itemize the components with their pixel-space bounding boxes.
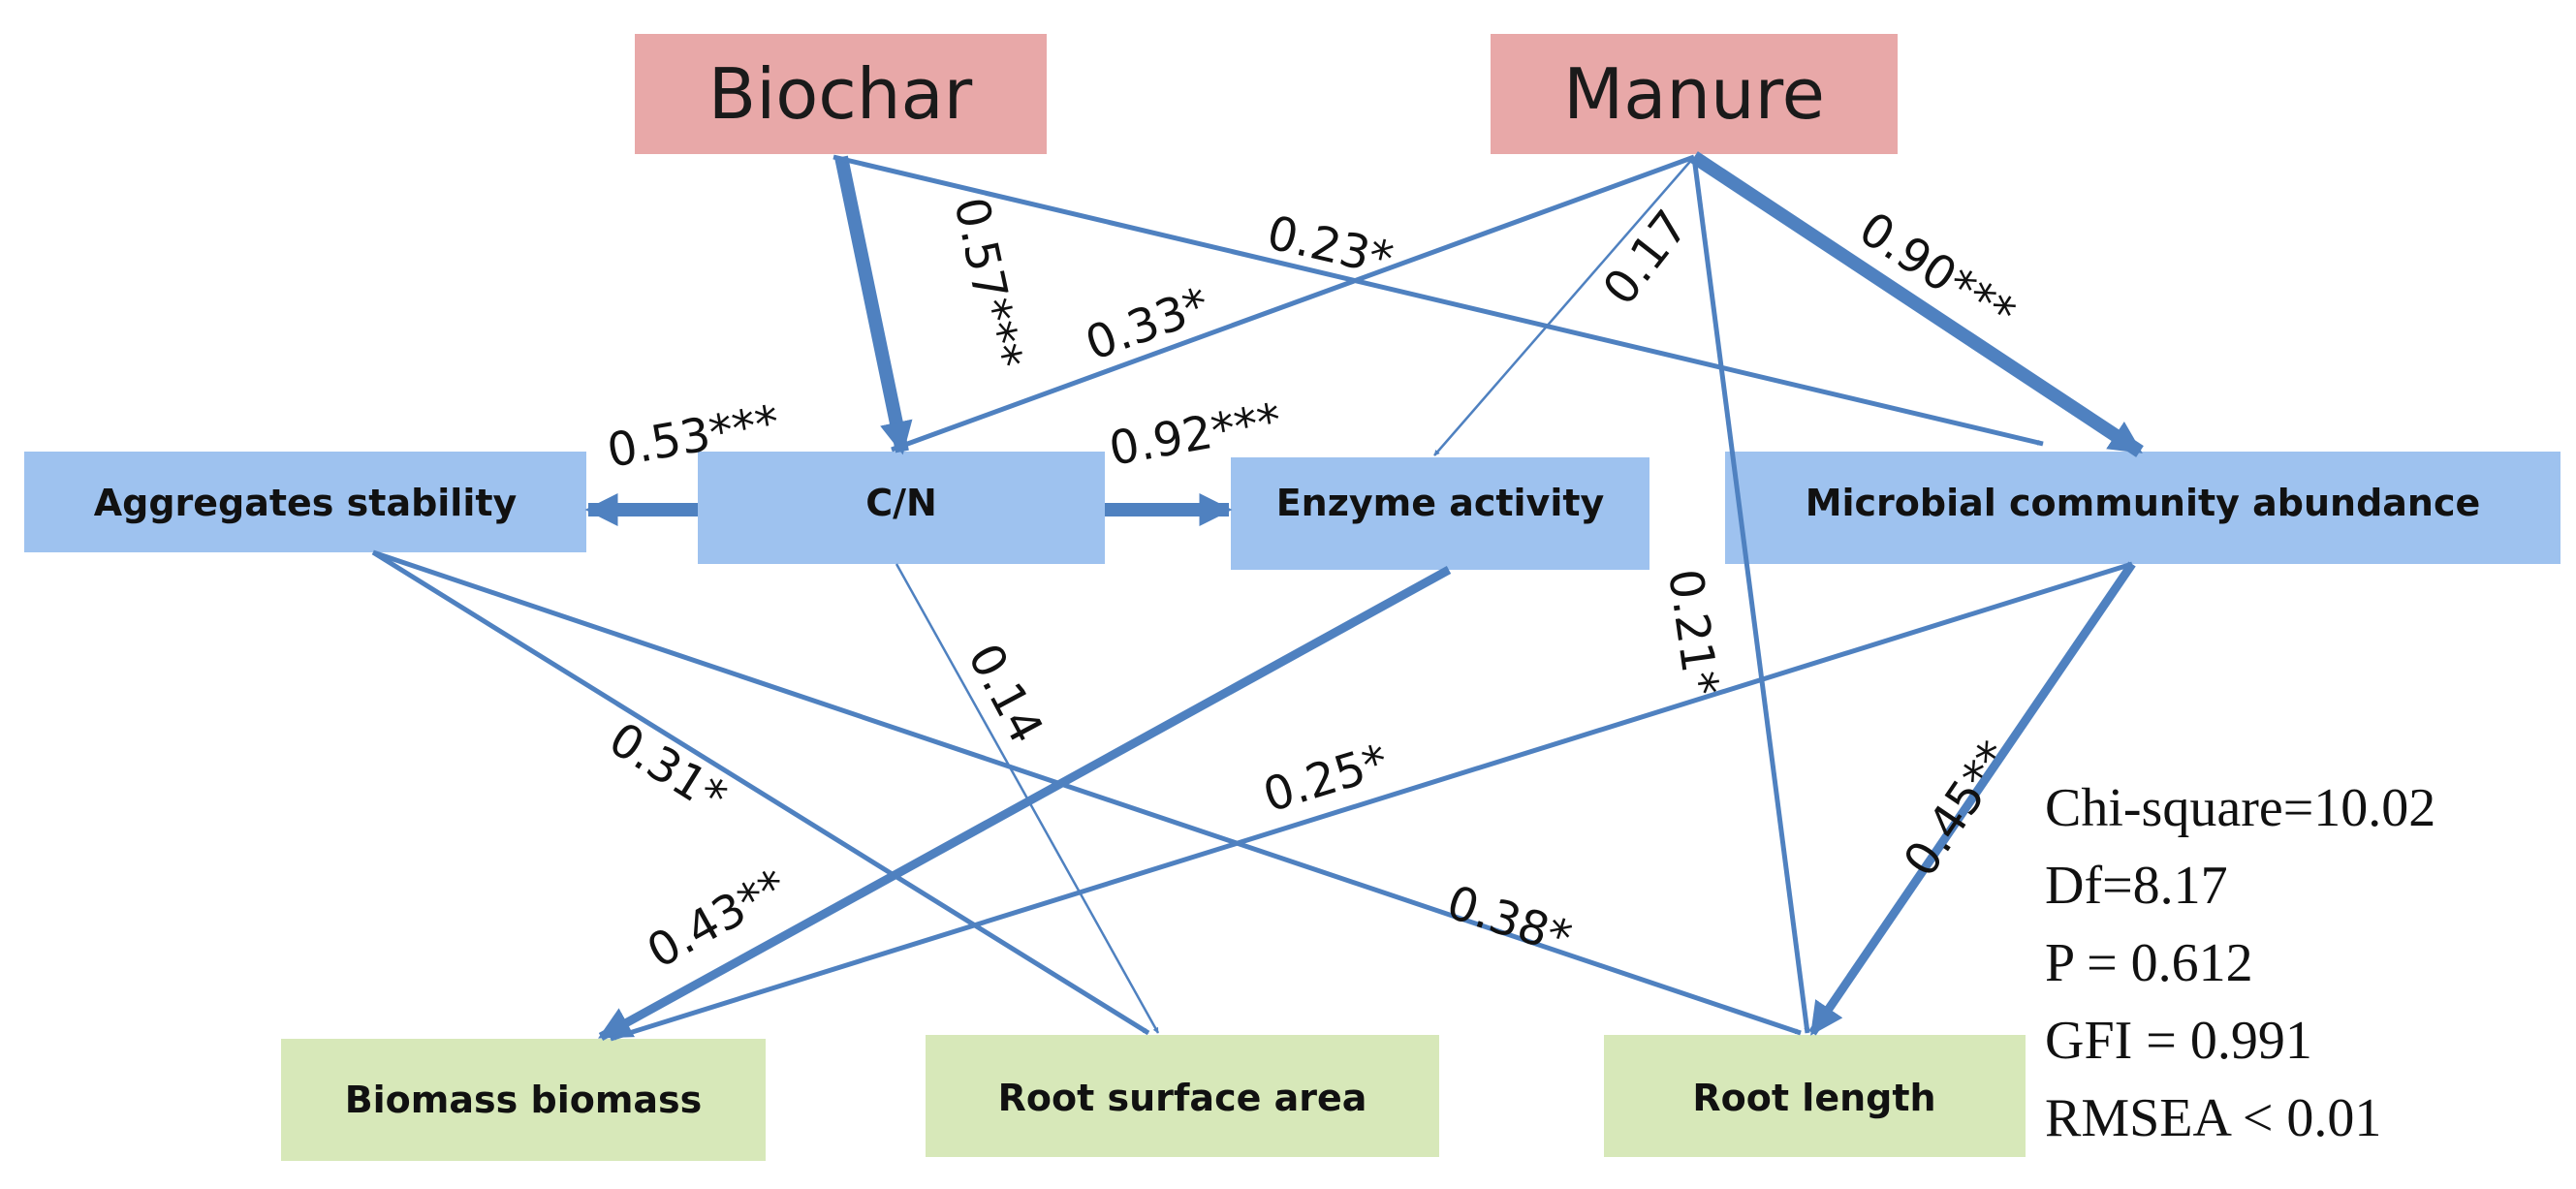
arrow-microbial-rootlength [1808, 561, 2136, 1036]
arrow-manure-enzyme [1433, 156, 1695, 456]
biomass-label: Biomass biomass [345, 1079, 703, 1121]
manure-box[interactable] [1491, 34, 1898, 154]
aggregates-stability-box[interactable] [24, 452, 586, 552]
biomass-box[interactable] [281, 1039, 766, 1161]
arrow-manure-rootlength [1691, 156, 1810, 1034]
enzyme-activity-label: Enzyme activity [1276, 482, 1605, 524]
fit-stat-line: P = 0.612 [2045, 933, 2253, 993]
aggregates-stability-label: Aggregates stability [94, 482, 518, 524]
arrow-biochar-microbial [832, 154, 2044, 447]
fit-stat-line: Chi-square=10.02 [2045, 778, 2435, 838]
biochar-box[interactable] [635, 34, 1047, 154]
coef-cn-rootsurface: 0.14 [957, 635, 1053, 752]
biochar-label: Biochar [708, 53, 973, 135]
path-arrows [371, 151, 2144, 1042]
arrow-enzyme-biomass [598, 566, 1452, 1041]
arrow-manure-cn [891, 154, 1695, 453]
coef-manure-enzyme: 0.17 [1592, 201, 1699, 316]
coef-microbial-rootlength: 0.45** [1894, 732, 2023, 887]
arrow-manure-microbial [1690, 151, 2144, 457]
enzyme-activity-box[interactable] [1231, 457, 1649, 570]
coef-enzyme-biomass: 0.43** [639, 859, 797, 979]
root-surface-area-label: Root surface area [998, 1077, 1367, 1119]
fit-stat-line: RMSEA < 0.01 [2045, 1088, 2381, 1148]
root-surface-area-box[interactable] [926, 1035, 1439, 1157]
path-coefficients: 0.57*** 0.23* 0.33* 0.17 0.90*** 0.21* 0… [600, 193, 2025, 980]
fit-stat-line: Df=8.17 [2045, 856, 2228, 916]
microbial-community-box[interactable] [1725, 452, 2560, 564]
cn-box[interactable] [698, 452, 1105, 564]
coef-aggregates-rootlength: 0.38* [1440, 875, 1578, 966]
coef-aggregates-rootsurface: 0.31* [600, 712, 737, 826]
arrow-aggregates-rootlength [372, 549, 1802, 1036]
coef-manure-rootlength: 0.21* [1657, 566, 1729, 699]
arrow-aggregates-rootsurface [371, 549, 1150, 1036]
manure-label: Manure [1563, 53, 1825, 135]
node-labels: Biochar Manure Aggregates stability C/N … [94, 53, 2481, 1121]
coef-biochar-cn: 0.57*** [943, 193, 1032, 374]
fit-statistics: Chi-square=10.02 Df=8.17 P = 0.612 GFI =… [2045, 778, 2435, 1148]
root-length-label: Root length [1692, 1077, 1935, 1119]
microbial-community-label: Microbial community abundance [1806, 482, 2481, 524]
fit-stat-line: GFI = 0.991 [2045, 1011, 2312, 1071]
node-boxes [24, 34, 2560, 1161]
root-length-box[interactable] [1604, 1035, 2026, 1157]
cn-label: C/N [865, 482, 937, 524]
arrow-biochar-cn [834, 155, 913, 455]
coef-microbial-biomass: 0.25* [1257, 735, 1395, 824]
arrow-microbial-biomass [610, 561, 2133, 1042]
